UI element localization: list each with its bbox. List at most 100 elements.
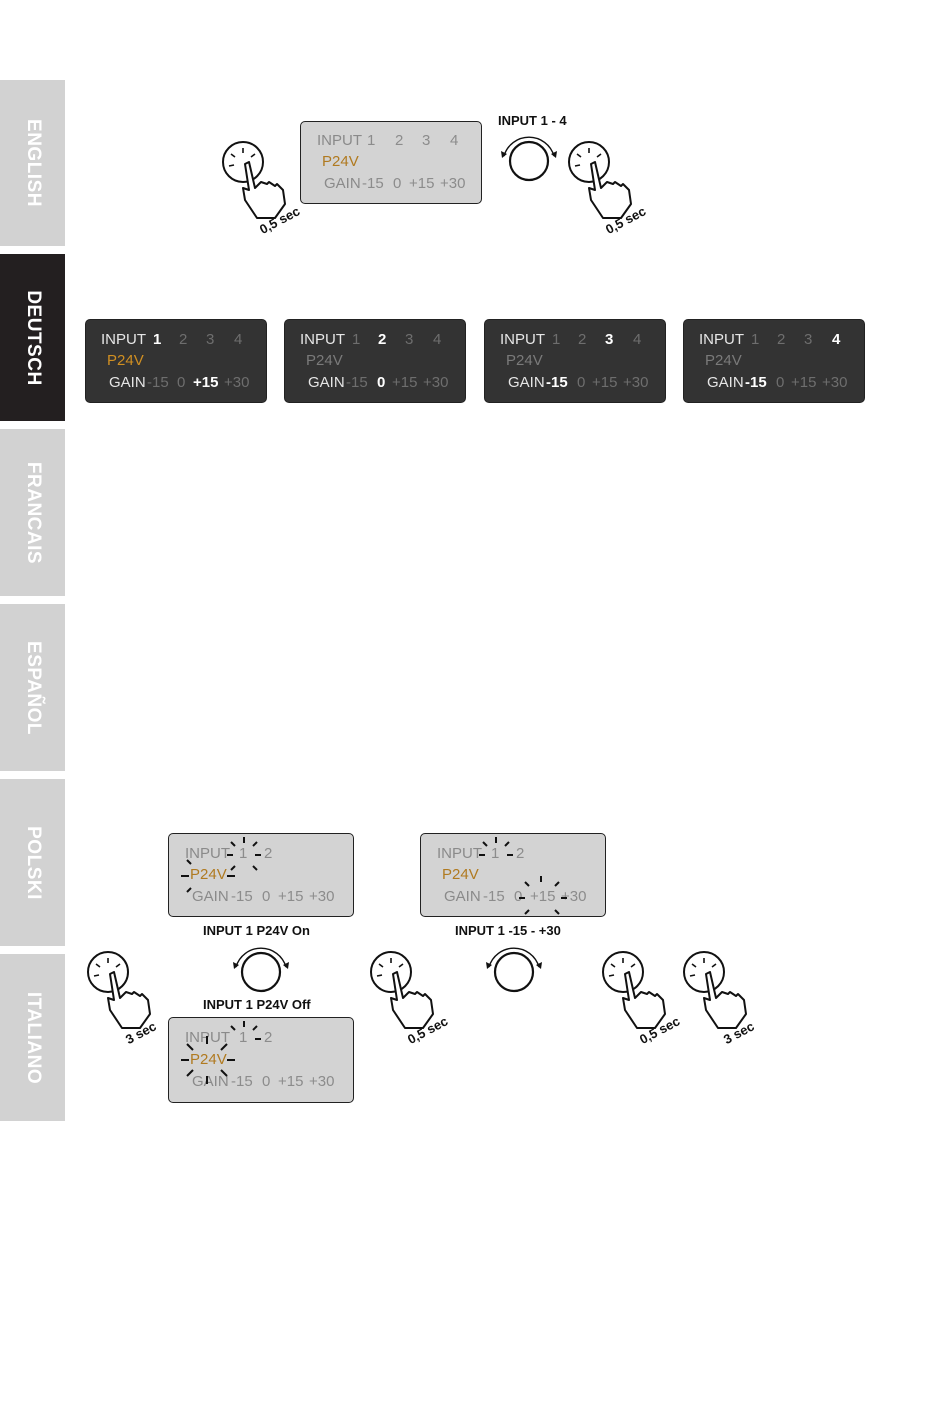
- gain-step: -15: [147, 374, 169, 391]
- channel-2: 2: [395, 132, 404, 149]
- input-label: INPUT: [185, 845, 230, 862]
- press-button-icon: [222, 141, 286, 219]
- gain-label: GAIN: [508, 374, 545, 391]
- channel-4: 4: [633, 331, 642, 348]
- input-label: INPUT: [437, 845, 482, 862]
- gain-step: +30: [561, 888, 587, 905]
- channel-3: 3: [405, 331, 414, 348]
- gain-step: +30: [309, 888, 335, 905]
- gain-step: -15: [231, 1073, 253, 1090]
- tab-deutsch[interactable]: DEUTSCH: [0, 254, 65, 421]
- press-button-icon: [568, 141, 632, 219]
- channel-4: 4: [450, 132, 459, 149]
- channel-1: 1: [552, 331, 561, 348]
- rotary-knob-icon: [486, 947, 542, 993]
- tab-francais[interactable]: FRANCAIS: [0, 429, 65, 596]
- gain-step: +30: [309, 1073, 335, 1090]
- channel-2: 2: [777, 331, 786, 348]
- gain-step: +30: [224, 374, 250, 391]
- channel-2: 2: [264, 845, 273, 862]
- tab-espanol[interactable]: ESPAÑOL: [0, 604, 65, 771]
- gain-step: -15: [231, 888, 253, 905]
- press-button-icon: [602, 951, 666, 1029]
- tab-english[interactable]: ENGLISH: [0, 80, 65, 246]
- tab-polski[interactable]: POLSKI: [0, 779, 65, 946]
- p24v-label: P24V: [190, 866, 227, 883]
- caption-p24v-on: INPUT 1 P24V On: [203, 923, 310, 938]
- channel-2: 2: [516, 845, 525, 862]
- channel-2: 2: [264, 1029, 273, 1046]
- lcd-display-input-4: INPUT 1 2 3 4 P24V GAIN -15 0 +15 +30: [683, 319, 865, 403]
- press-button-icon: [87, 951, 151, 1029]
- lcd-display-p24v-on: INPUT 1 2 P24V GAIN -15 0 +15 +30: [168, 833, 354, 917]
- p24v-label: P24V: [442, 866, 479, 883]
- gain-step: 0: [776, 374, 785, 391]
- tab-italiano[interactable]: ITALIANO: [0, 954, 65, 1121]
- tab-label: ENGLISH: [22, 119, 44, 207]
- gain-label: GAIN: [192, 888, 229, 905]
- p24v-label: P24V: [705, 352, 742, 369]
- lcd-display-input-2: INPUT 1 2 3 4 P24V GAIN -15 0 +15 +30: [284, 319, 466, 403]
- gain-step: +15: [278, 1073, 304, 1090]
- tab-label: DEUTSCH: [22, 289, 44, 386]
- channel-2: 2: [378, 331, 387, 348]
- input-label: INPUT: [300, 331, 345, 348]
- gain-step: +30: [440, 175, 466, 192]
- input-label: INPUT: [317, 132, 362, 149]
- gain-label: GAIN: [444, 888, 481, 905]
- channel-1: 1: [239, 1029, 248, 1046]
- rotary-knob-icon: [501, 136, 557, 182]
- p24v-label: P24V: [306, 352, 343, 369]
- blink-indicator-icon: [479, 837, 567, 915]
- blink-indicator-icon: [181, 837, 261, 893]
- gain-step: +30: [822, 374, 848, 391]
- gain-step: 0: [393, 175, 402, 192]
- channel-1: 1: [491, 845, 500, 862]
- tab-label: FRANCAIS: [22, 461, 44, 564]
- gain-label: GAIN: [707, 374, 744, 391]
- channel-4: 4: [832, 331, 841, 348]
- gain-step: +15: [791, 374, 817, 391]
- gain-label: GAIN: [109, 374, 146, 391]
- gain-step: -15: [483, 888, 505, 905]
- channel-4: 4: [234, 331, 243, 348]
- channel-1: 1: [751, 331, 760, 348]
- lcd-display-input-1: INPUT 1 2 3 4 P24V GAIN -15 0 +15 +30: [85, 319, 267, 403]
- gain-label: GAIN: [324, 175, 361, 192]
- lcd-display-input-3: INPUT 1 2 3 4 P24V GAIN -15 0 +15 +30: [484, 319, 666, 403]
- channel-2: 2: [578, 331, 587, 348]
- gain-label: GAIN: [308, 374, 345, 391]
- channel-3: 3: [206, 331, 215, 348]
- gain-step: 0: [577, 374, 586, 391]
- channel-3: 3: [605, 331, 614, 348]
- gain-step: +15: [530, 888, 556, 905]
- gain-step: -15: [346, 374, 368, 391]
- lcd-display: INPUT 1 2 3 4 P24V GAIN -15 0 +15 +30: [300, 121, 482, 204]
- gain-step: +15: [193, 374, 219, 391]
- channel-3: 3: [804, 331, 813, 348]
- input-label: INPUT: [699, 331, 744, 348]
- gain-step: +30: [423, 374, 449, 391]
- range-caption: INPUT 1 - 4: [498, 113, 567, 128]
- press-button-icon: [683, 951, 747, 1029]
- press-button-icon: [370, 951, 434, 1029]
- gain-step: 0: [262, 1073, 271, 1090]
- input-label: INPUT: [101, 331, 146, 348]
- gain-step: -15: [546, 374, 568, 391]
- input-label: INPUT: [500, 331, 545, 348]
- p24v-label: P24V: [107, 352, 144, 369]
- rotary-knob-icon: [233, 947, 289, 993]
- gain-step: +15: [592, 374, 618, 391]
- gain-step: +15: [409, 175, 435, 192]
- gain-step: +15: [278, 888, 304, 905]
- channel-1: 1: [239, 845, 248, 862]
- channel-1: 1: [352, 331, 361, 348]
- tab-label: ITALIANO: [22, 991, 44, 1084]
- caption-p24v-off: INPUT 1 P24V Off: [203, 997, 311, 1012]
- channel-2: 2: [179, 331, 188, 348]
- p24v-label: P24V: [322, 153, 359, 170]
- gain-step: 0: [514, 888, 523, 905]
- lcd-display-p24v-off: INPUT 1 2 P24V GAIN -15 0 +15 +30: [168, 1017, 354, 1103]
- caption-gain: INPUT 1 -15 - +30: [455, 923, 561, 938]
- lcd-display-gain: INPUT 1 2 P24V GAIN -15 0 +15 +30: [420, 833, 606, 917]
